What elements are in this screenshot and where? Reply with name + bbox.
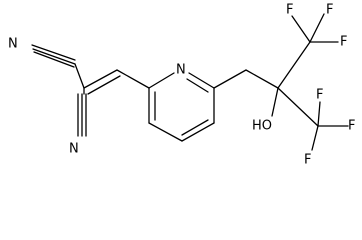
nitrile-top-bond-1 bbox=[31, 44, 76, 61]
chemical-structure: N N N HO F F F F F F bbox=[8, 3, 355, 168]
nitrile-top-nitrogen-label: N bbox=[8, 37, 18, 52]
fluorine-label-3: F bbox=[340, 35, 347, 50]
fluorine-label-6: F bbox=[304, 153, 311, 168]
vinyl-double-bond-1 bbox=[83, 69, 118, 89]
atom-labels: N N N HO F F F F F F bbox=[8, 3, 355, 168]
vinyl-to-pyridine-bond bbox=[116, 69, 150, 89]
fluorine-label-2: F bbox=[326, 3, 333, 18]
fluorine-label-4: F bbox=[316, 88, 323, 103]
pyridine-n-c6-bond-1 bbox=[188, 72, 215, 89]
bonds bbox=[31, 13, 349, 151]
nitrile-top-bond-3 bbox=[33, 51, 75, 68]
pyridine-c2-n-bond bbox=[148, 72, 175, 89]
cf3-top-f1-bond bbox=[291, 15, 311, 43]
cf3-bottom-f6-bond bbox=[311, 125, 319, 151]
pyridine-to-ch2-bond bbox=[213, 69, 247, 89]
pyridine-c4-c3-bond bbox=[148, 122, 183, 142]
pyridine-n-c6-bond-2 bbox=[186, 78, 209, 93]
cf3-top-f2-bond bbox=[309, 13, 325, 43]
quaternary-to-cf3-bottom-bond bbox=[277, 87, 319, 127]
pyridine-nitrogen-label: N bbox=[176, 63, 186, 78]
vinyl-double-bond-2 bbox=[87, 75, 121, 95]
c-to-top-nitrile-bond bbox=[74, 63, 85, 89]
quaternary-to-oh-bond bbox=[271, 87, 279, 117]
pyridine-c5-c4-bond-1 bbox=[181, 122, 215, 142]
quaternary-to-cf3-top-bond bbox=[277, 41, 311, 89]
fluorine-label-5: F bbox=[348, 119, 355, 134]
nitrile-bottom-nitrogen-label: N bbox=[69, 142, 79, 157]
nitrile-top-bond-2 bbox=[32, 48, 76, 65]
pyridine-c5-c4-bond-2 bbox=[181, 119, 209, 136]
cf3-bottom-f4-bond bbox=[317, 101, 321, 127]
fluorine-label-1: F bbox=[286, 3, 293, 18]
hydroxyl-label: HO bbox=[252, 119, 272, 134]
ch2-to-quaternary-bond bbox=[245, 69, 279, 89]
